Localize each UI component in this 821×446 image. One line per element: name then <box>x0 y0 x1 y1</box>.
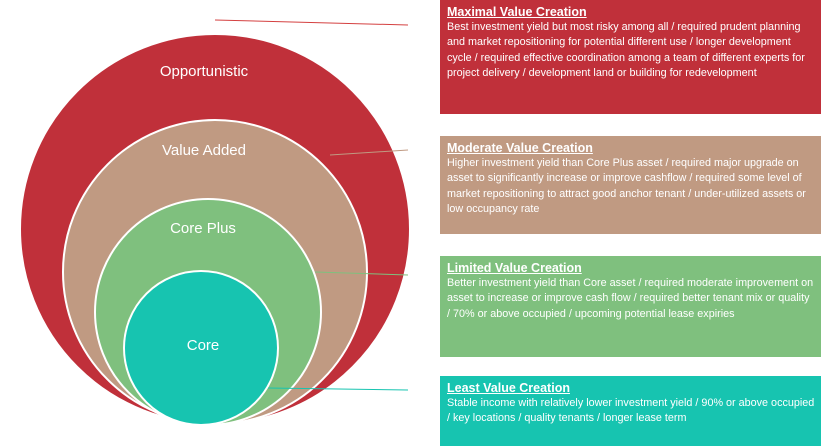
connector-line-core <box>267 387 409 391</box>
box-title-moderate: Moderate Value Creation <box>447 141 593 155</box>
box-limited-value-creation: Limited Value Creation Better investment… <box>440 256 821 357</box>
connector-line-core-plus <box>314 271 409 276</box>
box-least-value-creation: Least Value Creation Stable income with … <box>440 376 821 446</box>
connector-line-value-added <box>329 149 409 156</box>
circle-label-opportunistic: Opportunistic <box>160 63 249 80</box>
nested-circles-diagram: Opportunistic Value Added Core Plus Core <box>19 19 411 426</box>
box-title-limited: Limited Value Creation <box>447 261 582 275</box>
connector-line-opportunistic <box>214 19 409 26</box>
box-description-limited: Better investment yield than Core asset … <box>447 277 814 320</box>
box-description-moderate: Higher investment yield than Core Plus a… <box>447 157 806 216</box>
box-description-least: Stable income with relatively lower inve… <box>447 397 815 425</box>
box-maximal-value-creation: Maximal Value Creation Best investment y… <box>440 0 821 114</box>
circle-core <box>123 270 279 426</box>
box-moderate-value-creation: Moderate Value Creation Higher investmen… <box>440 136 821 234</box>
circle-label-value-added: Value Added <box>162 142 246 159</box>
box-description-maximal: Best investment yield but most risky amo… <box>447 21 805 80</box>
box-title-maximal: Maximal Value Creation <box>447 5 587 19</box>
circle-label-core-plus: Core Plus <box>170 220 236 237</box>
box-title-least: Least Value Creation <box>447 381 570 395</box>
circle-label-core: Core <box>187 337 220 354</box>
